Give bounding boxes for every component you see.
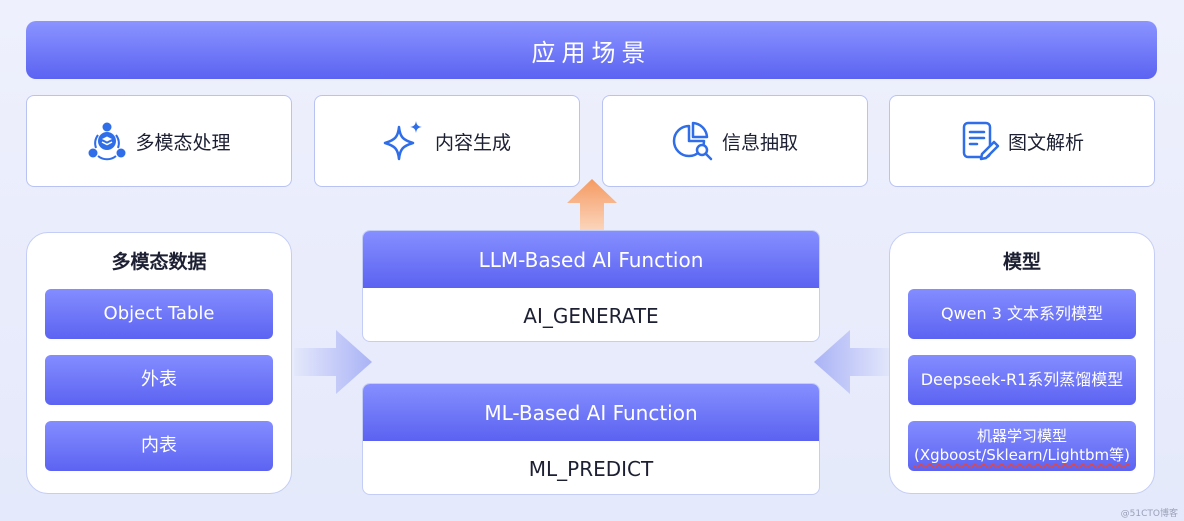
scenario-label: 内容生成 xyxy=(434,131,511,154)
data-item-external-table: 外表 xyxy=(45,355,273,405)
scenario-card-content-generation: 内容生成 xyxy=(314,95,580,187)
model-item-sublabel: (Xgboost/Sklearn/Lightbm等) xyxy=(914,446,1130,464)
model-item-ml: 机器学习模型 (Xgboost/Sklearn/Lightbm等) xyxy=(908,421,1136,471)
right-arrow-icon xyxy=(294,330,372,394)
multimodal-network-icon xyxy=(88,122,126,161)
panel-title: 模型 xyxy=(1002,251,1041,273)
up-arrow-icon xyxy=(567,179,617,231)
function-title: LLM-Based AI Function xyxy=(363,231,819,288)
function-name: ML_PREDICT xyxy=(528,456,654,481)
scenario-label: 多模态处理 xyxy=(135,131,231,154)
model-item-label: Qwen 3 文本系列模型 xyxy=(940,304,1104,323)
document-edit-icon xyxy=(962,121,1000,161)
model-item-qwen: Qwen 3 文本系列模型 xyxy=(908,289,1136,339)
sparkle-icon xyxy=(383,121,422,161)
multimodal-data-panel: 多模态数据 Object Table 外表 内表 xyxy=(26,232,292,494)
scenario-card-info-extraction: 信息抽取 xyxy=(602,95,868,187)
scenario-card-multimodal: 多模态处理 xyxy=(26,95,292,187)
function-title: ML-Based AI Function xyxy=(363,384,819,441)
model-item-label: 机器学习模型 xyxy=(976,427,1067,446)
llm-function-card: LLM-Based AI Function AI_GENERATE xyxy=(362,230,820,342)
scenario-label: 信息抽取 xyxy=(721,131,798,154)
scenarios-banner: 应用场景 xyxy=(26,21,1157,79)
banner-title: 应用场景 xyxy=(531,38,652,67)
chart-search-icon xyxy=(672,121,713,161)
data-item-object-table: Object Table xyxy=(45,289,273,339)
data-item-internal-table: 内表 xyxy=(45,421,273,471)
left-arrow-icon xyxy=(814,330,892,394)
scenario-label: 图文解析 xyxy=(1007,131,1084,154)
model-item-deepseek: Deepseek-R1系列蒸馏模型 xyxy=(908,355,1136,405)
panel-title: 多模态数据 xyxy=(111,251,207,273)
model-panel: 模型 Qwen 3 文本系列模型 Deepseek-R1系列蒸馏模型 机器学习模… xyxy=(889,232,1155,494)
ml-function-card: ML-Based AI Function ML_PREDICT xyxy=(362,383,820,495)
scenario-card-doc-parsing: 图文解析 xyxy=(889,95,1155,187)
watermark: @51CTO博客 xyxy=(1120,509,1178,519)
model-item-label: Deepseek-R1系列蒸馏模型 xyxy=(920,370,1124,389)
function-name: AI_GENERATE xyxy=(523,303,659,328)
